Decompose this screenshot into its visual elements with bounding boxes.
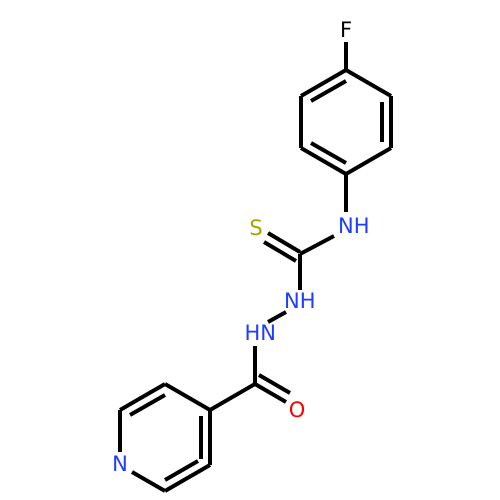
bond-ring-top-right — [344, 68, 393, 98]
atom-sulfur: S — [249, 216, 262, 240]
pyr-top-left — [118, 382, 167, 412]
atom-fluorine: F — [340, 18, 352, 42]
bond-ring-bottom-left — [299, 146, 348, 176]
pyr-inner-top-left — [129, 393, 166, 417]
bond-ring-bottom-right — [344, 146, 393, 176]
bond-c-s-2 — [262, 240, 298, 263]
pyr-top-right — [163, 382, 212, 412]
pyr-bottom-right — [163, 463, 212, 493]
bond-ring-inner-top-left — [310, 79, 347, 103]
bond-ring-inner-bottom-left — [310, 141, 347, 165]
bond-c-pyridine — [208, 382, 257, 412]
bond-c-o-2 — [257, 373, 292, 395]
pyr-bottom-left — [131, 470, 166, 493]
bond-c-o-1 — [253, 382, 288, 404]
pyridine-ring — [118, 382, 212, 493]
atom-amine-nh: NH — [338, 214, 370, 238]
atom-hydrazine-hn-left: HN — [245, 321, 277, 345]
bond-c-s-1 — [266, 231, 302, 254]
bond-hydrazine — [267, 310, 287, 324]
atom-hydrazine-nh-right: NH — [284, 289, 316, 313]
pyr-inner-bottom — [164, 459, 199, 482]
thiourea-group — [262, 231, 335, 290]
atom-oxygen: O — [289, 398, 306, 422]
bond-ring-top-left — [299, 68, 348, 98]
fluorophenyl-ring — [299, 42, 393, 176]
carbonyl-group — [208, 346, 292, 412]
bond-nh-c — [299, 234, 335, 256]
atom-pyridine-nitrogen: N — [112, 452, 128, 476]
